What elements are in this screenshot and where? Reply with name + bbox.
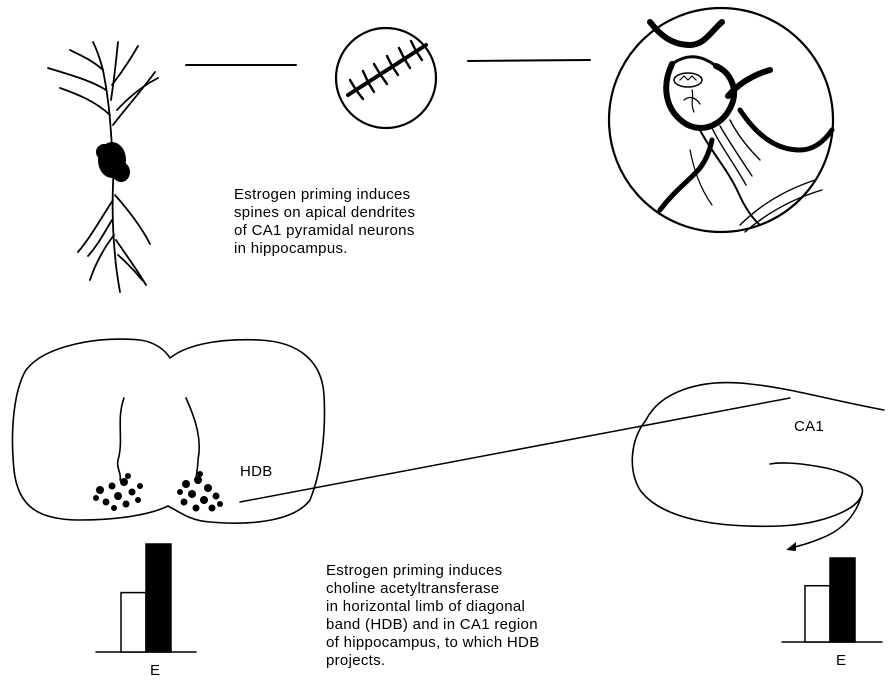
caption-top-line: of CA1 pyramidal neurons bbox=[234, 222, 415, 240]
hdb-fiber-tracts bbox=[118, 398, 200, 480]
caption-top-line: Estrogen priming induces bbox=[234, 186, 415, 204]
caption-bottom-line: projects. bbox=[326, 652, 540, 670]
bar-right-chart-bar-control bbox=[805, 586, 830, 642]
hdb-cell-clusters bbox=[93, 471, 223, 512]
label-ca1: CA1 bbox=[794, 418, 824, 435]
ca1-arrow-path bbox=[790, 494, 862, 548]
caption-top: Estrogen priming induces spines on apica… bbox=[234, 186, 415, 258]
label-e-right: E bbox=[836, 652, 846, 669]
neuron-soma bbox=[96, 142, 130, 182]
caption-bottom: Estrogen priming induces choline acetylt… bbox=[326, 562, 540, 670]
bar-left-chart-bar-control bbox=[121, 593, 146, 652]
bar-left-chart-bar-estrogen bbox=[146, 544, 171, 652]
label-hdb: HDB bbox=[240, 463, 273, 480]
caption-bottom-line: of hippocampus, to which HDB bbox=[326, 634, 540, 652]
caption-bottom-line: in horizontal limb of diagonal bbox=[326, 598, 540, 616]
dendrite-zoom-circle bbox=[336, 28, 436, 128]
synapse-detail bbox=[650, 22, 832, 232]
connector-line-2 bbox=[468, 60, 590, 61]
caption-bottom-line: choline acetyltransferase bbox=[326, 580, 540, 598]
spiny-dendrite bbox=[348, 41, 426, 99]
label-e-left: E bbox=[150, 662, 160, 679]
caption-top-line: in hippocampus. bbox=[234, 240, 415, 258]
caption-top-line: spines on apical dendrites bbox=[234, 204, 415, 222]
caption-bottom-line: band (HDB) and in CA1 region bbox=[326, 616, 540, 634]
caption-bottom-line: Estrogen priming induces bbox=[326, 562, 540, 580]
ca1-arrow-head-icon bbox=[786, 542, 796, 551]
bar-right-chart-bar-estrogen bbox=[830, 558, 855, 642]
